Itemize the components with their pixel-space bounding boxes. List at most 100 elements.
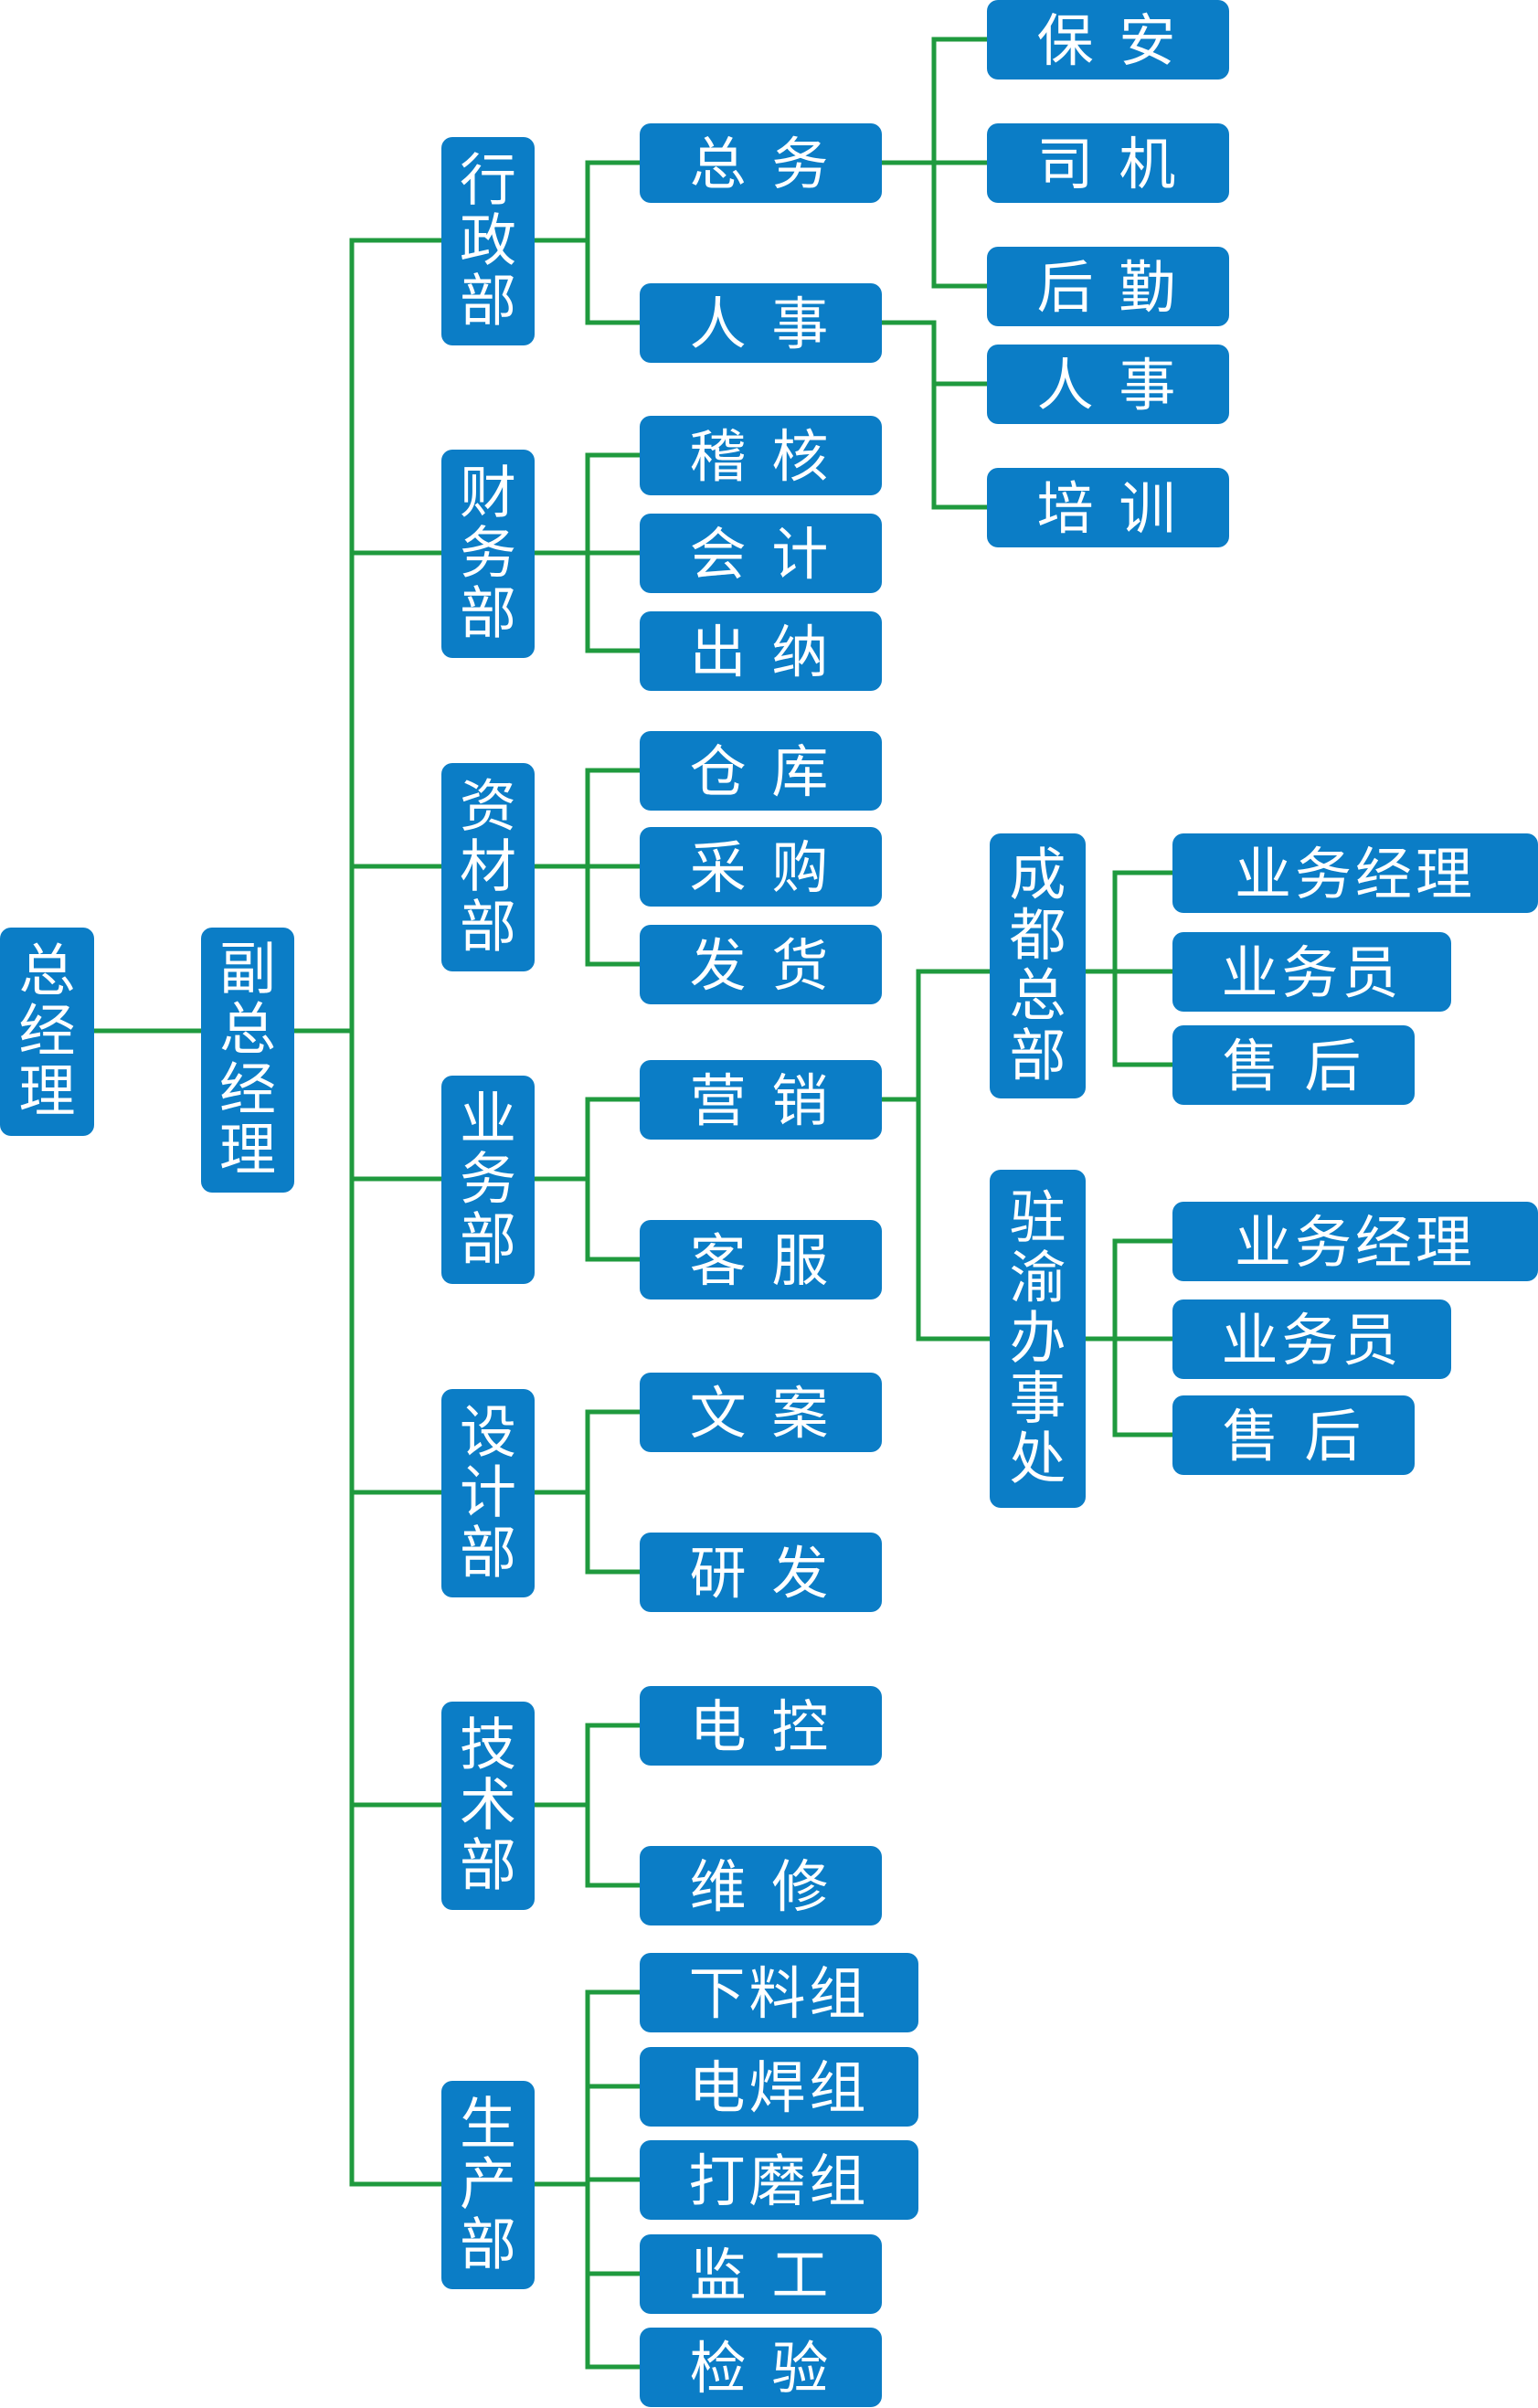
unit-shipping-label: 发 货 bbox=[690, 932, 833, 999]
dept-materials-label: 资材部 bbox=[460, 772, 516, 960]
unit-copywriting-box bbox=[640, 1373, 882, 1452]
dept-materials-box bbox=[441, 763, 535, 971]
role-cq-manager-label: 业务经理 bbox=[1235, 1209, 1476, 1276]
dept-finance-label: 财务部 bbox=[460, 459, 516, 646]
role-cq-aftersales-box bbox=[1172, 1395, 1415, 1475]
unit-audit-box bbox=[640, 416, 882, 495]
sub-hr-staff: 人 事 bbox=[987, 345, 1229, 424]
unit-shipping-box bbox=[640, 925, 882, 1004]
dept-business-label: 业务部 bbox=[460, 1085, 516, 1272]
sub-security-box bbox=[987, 0, 1229, 80]
sub-security: 保 安 bbox=[987, 0, 1229, 80]
unit-audit: 稽 核 bbox=[640, 416, 882, 495]
unit-purchasing: 采 购 bbox=[640, 827, 882, 907]
unit-welding-group: 电焊组 bbox=[640, 2047, 918, 2127]
gm-node: 总经理 bbox=[0, 928, 94, 1136]
unit-hr-box bbox=[640, 283, 882, 363]
unit-maintenance-box bbox=[640, 1846, 882, 1925]
unit-marketing: 营 销 bbox=[640, 1060, 882, 1140]
sub-driver-box bbox=[987, 123, 1229, 203]
unit-general-affairs-label: 总 务 bbox=[690, 131, 833, 197]
unit-welding-group-box bbox=[640, 2047, 918, 2127]
branch-chengdu: 成都总部 bbox=[990, 833, 1086, 1098]
role-cd-aftersales-label: 售 后 bbox=[1223, 1033, 1365, 1099]
sub-logistics-box bbox=[987, 247, 1229, 326]
unit-general-affairs: 总 务 bbox=[640, 123, 882, 203]
connector-lines bbox=[91, 37, 1175, 2370]
sub-hr-staff-label: 人 事 bbox=[1037, 352, 1180, 419]
unit-marketing-box bbox=[640, 1060, 882, 1140]
unit-customer-service-label: 客 服 bbox=[690, 1227, 833, 1294]
deputy-node-box bbox=[201, 928, 294, 1193]
dept-production-label: 生产部 bbox=[460, 2090, 516, 2277]
unit-copywriting-label: 文 案 bbox=[690, 1380, 833, 1447]
unit-grinding-group-label: 打磨组 bbox=[688, 2148, 869, 2214]
branch-chengdu-label: 成都总部 bbox=[1009, 841, 1066, 1088]
unit-cutting-group: 下料组 bbox=[640, 1953, 918, 2032]
dept-design: 设计部 bbox=[441, 1389, 535, 1597]
role-cq-manager-box bbox=[1172, 1202, 1538, 1281]
unit-rnd-box bbox=[640, 1533, 882, 1612]
unit-warehouse-label: 仓 库 bbox=[690, 738, 833, 805]
unit-cashier-label: 出 纳 bbox=[690, 619, 833, 685]
unit-rnd-label: 研 发 bbox=[690, 1540, 833, 1607]
unit-audit-label: 稽 核 bbox=[690, 423, 833, 490]
branch-chengdu-box bbox=[990, 833, 1086, 1098]
unit-hr: 人 事 bbox=[640, 283, 882, 363]
sub-driver: 司 机 bbox=[987, 123, 1229, 203]
role-cd-staff-box bbox=[1172, 932, 1451, 1012]
sub-training: 培 训 bbox=[987, 468, 1229, 547]
unit-inspection-box bbox=[640, 2328, 882, 2407]
role-cq-staff: 业务员 bbox=[1172, 1299, 1451, 1379]
role-cq-staff-label: 业务员 bbox=[1221, 1307, 1402, 1374]
deputy-node: 副总经理 bbox=[201, 928, 294, 1193]
unit-copywriting: 文 案 bbox=[640, 1373, 882, 1452]
unit-supervision-label: 监 工 bbox=[690, 2242, 833, 2308]
role-cd-aftersales: 售 后 bbox=[1172, 1025, 1415, 1105]
sub-training-label: 培 训 bbox=[1037, 475, 1180, 542]
unit-electric-control: 电 控 bbox=[640, 1686, 882, 1766]
role-cq-aftersales-label: 售 后 bbox=[1223, 1403, 1365, 1469]
unit-marketing-label: 营 销 bbox=[690, 1067, 833, 1134]
unit-general-affairs-box bbox=[640, 123, 882, 203]
role-cd-manager: 业务经理 bbox=[1172, 833, 1538, 913]
unit-purchasing-label: 采 购 bbox=[690, 834, 833, 901]
dept-business: 业务部 bbox=[441, 1076, 535, 1284]
sub-driver-label: 司 机 bbox=[1037, 131, 1180, 197]
unit-supervision-box bbox=[640, 2234, 882, 2314]
branch-chongqing-label: 驻渝办事处 bbox=[1009, 1183, 1066, 1491]
unit-electric-control-label: 电 控 bbox=[690, 1693, 833, 1760]
sub-logistics-label: 后 勤 bbox=[1037, 254, 1180, 321]
dept-finance: 财务部 bbox=[441, 450, 535, 658]
dept-admin-label: 行政部 bbox=[460, 146, 516, 334]
unit-supervision: 监 工 bbox=[640, 2234, 882, 2314]
dept-design-label: 设计部 bbox=[460, 1398, 516, 1586]
role-cq-staff-box bbox=[1172, 1299, 1451, 1379]
dept-materials: 资材部 bbox=[441, 763, 535, 971]
dept-admin: 行政部 bbox=[441, 137, 535, 345]
unit-shipping: 发 货 bbox=[640, 925, 882, 1004]
unit-grinding-group: 打磨组 bbox=[640, 2140, 918, 2220]
unit-customer-service: 客 服 bbox=[640, 1220, 882, 1299]
unit-purchasing-box bbox=[640, 827, 882, 907]
deputy-node-label: 副总经理 bbox=[219, 935, 276, 1183]
sub-hr-staff-box bbox=[987, 345, 1229, 424]
branch-chongqing-box bbox=[990, 1170, 1086, 1508]
sub-security-label: 保 安 bbox=[1037, 7, 1180, 74]
unit-customer-service-box bbox=[640, 1220, 882, 1299]
unit-welding-group-label: 电焊组 bbox=[688, 2054, 869, 2121]
unit-maintenance-label: 维 修 bbox=[690, 1853, 833, 1920]
role-cd-aftersales-box bbox=[1172, 1025, 1415, 1105]
unit-maintenance: 维 修 bbox=[640, 1846, 882, 1925]
role-cq-aftersales: 售 后 bbox=[1172, 1395, 1415, 1475]
unit-cutting-group-label: 下料组 bbox=[688, 1960, 869, 2027]
dept-design-box bbox=[441, 1389, 535, 1597]
dept-tech: 技术部 bbox=[441, 1702, 535, 1910]
dept-admin-box bbox=[441, 137, 535, 345]
unit-accounting-box bbox=[640, 514, 882, 593]
unit-warehouse-box bbox=[640, 731, 882, 811]
dept-tech-label: 技术部 bbox=[460, 1711, 516, 1898]
unit-inspection-label: 检 验 bbox=[690, 2335, 833, 2402]
branch-chongqing: 驻渝办事处 bbox=[990, 1170, 1086, 1508]
dept-production: 生产部 bbox=[441, 2081, 535, 2289]
